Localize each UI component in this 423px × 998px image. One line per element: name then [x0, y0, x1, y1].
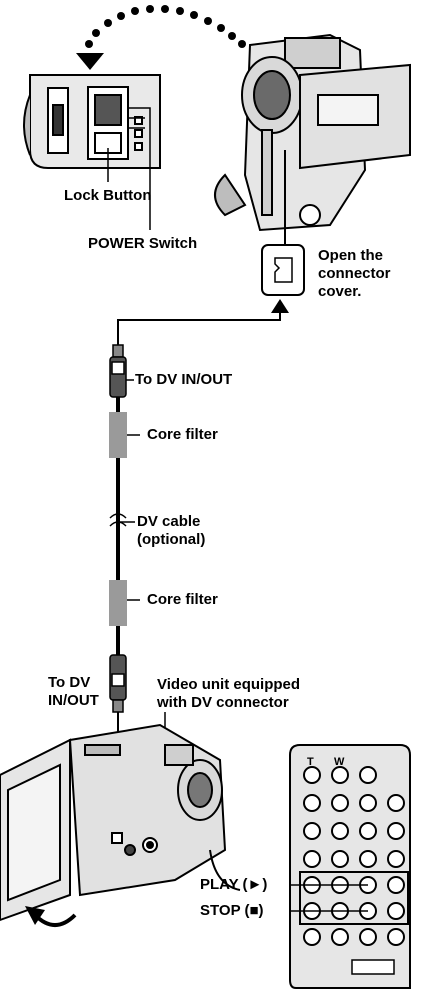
dv-in-out-top-label: To DV IN/OUT — [135, 371, 232, 388]
dv-in-out-bottom-label-2: IN/OUT — [48, 692, 99, 709]
rotate-screen-arrow — [25, 906, 75, 925]
dv-cable-label-1: DV cable — [137, 513, 200, 530]
dv-cable-label-2: (optional) — [137, 531, 205, 548]
open-cover-label-1: Open the — [318, 247, 383, 264]
core-filter-label-1: Core filter — [147, 426, 218, 443]
video-unit-label-2: with DV connector — [157, 694, 289, 711]
play-label: PLAY (►) — [200, 876, 267, 893]
camcorder-top — [215, 35, 410, 230]
cable-route-arrow — [118, 299, 289, 345]
open-cover-label-3: cover. — [318, 283, 361, 300]
rotation-arrow — [76, 5, 246, 70]
power-switch-label: POWER Switch — [88, 235, 197, 252]
remote-t-label: T — [307, 754, 314, 771]
remote-w-label: W — [334, 754, 344, 771]
core-filter-label-2: Core filter — [147, 591, 218, 608]
dv-cable — [109, 345, 127, 782]
dv-in-out-bottom-label-1: To DV — [48, 674, 90, 691]
open-cover-label-2: connector — [318, 265, 391, 282]
stop-label: STOP (■) — [200, 902, 264, 919]
power-switch-detail — [24, 75, 160, 168]
lock-button-label: Lock Button — [64, 187, 152, 204]
video-unit-label-1: Video unit equipped — [157, 676, 300, 693]
